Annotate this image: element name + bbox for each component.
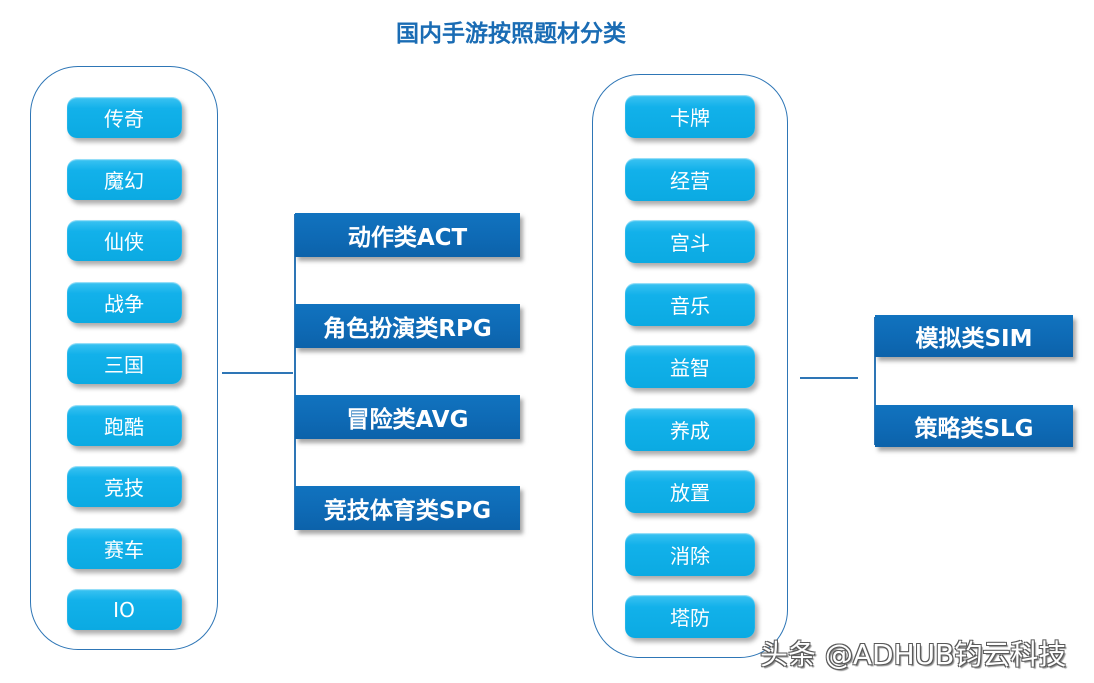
connector-right-category-spine xyxy=(874,317,876,445)
left-theme-group: 传奇 魔幻 仙侠 战争 三国 跑酷 竞技 赛车 IO xyxy=(30,66,218,650)
theme-chip-kapai: 卡牌 xyxy=(625,95,755,138)
theme-chip-yinyue: 音乐 xyxy=(625,282,755,326)
category-bar-slg: 策略类SLG xyxy=(875,405,1073,447)
category-bar-rpg: 角色扮演类RPG xyxy=(295,304,520,348)
category-bar-spg: 竞技体育类SPG xyxy=(295,486,520,530)
theme-chip-xiaochu: 消除 xyxy=(625,532,755,576)
category-bar-avg: 冒险类AVG xyxy=(295,395,520,439)
theme-chip-zhanzheng: 战争 xyxy=(66,281,182,323)
theme-chip-fangzhi: 放置 xyxy=(625,470,755,513)
theme-chip-saiche: 赛车 xyxy=(66,527,182,569)
connector-right-group-to-categories xyxy=(800,377,858,379)
theme-chip-mohuan: 魔幻 xyxy=(66,158,182,200)
theme-chip-jingji: 竞技 xyxy=(66,466,182,507)
category-bar-sim: 模拟类SIM xyxy=(875,315,1073,357)
connector-left-group-to-categories xyxy=(222,372,293,374)
theme-chip-yizhi: 益智 xyxy=(625,345,755,388)
theme-chip-tafang: 塔防 xyxy=(625,595,755,638)
right-theme-group: 卡牌 经营 宫斗 音乐 益智 养成 放置 消除 塔防 xyxy=(592,74,788,658)
theme-chip-paoku: 跑酷 xyxy=(66,404,182,446)
theme-chip-sanguo: 三国 xyxy=(66,343,182,384)
category-bar-act: 动作类ACT xyxy=(295,213,520,257)
connector-mid-category-spine xyxy=(294,214,296,530)
theme-chip-gongdou: 宫斗 xyxy=(625,220,755,263)
theme-chip-yangcheng: 养成 xyxy=(625,407,755,451)
theme-chip-chuanqi: 传奇 xyxy=(66,97,182,138)
theme-chip-xianxia: 仙侠 xyxy=(66,220,182,261)
toutiao-watermark: 头条 @ADHUB钧云科技 xyxy=(760,638,1067,671)
page-title: 国内手游按照题材分类 xyxy=(396,21,626,47)
theme-chip-jingying: 经营 xyxy=(625,157,755,201)
theme-chip-io: IO xyxy=(66,589,182,630)
